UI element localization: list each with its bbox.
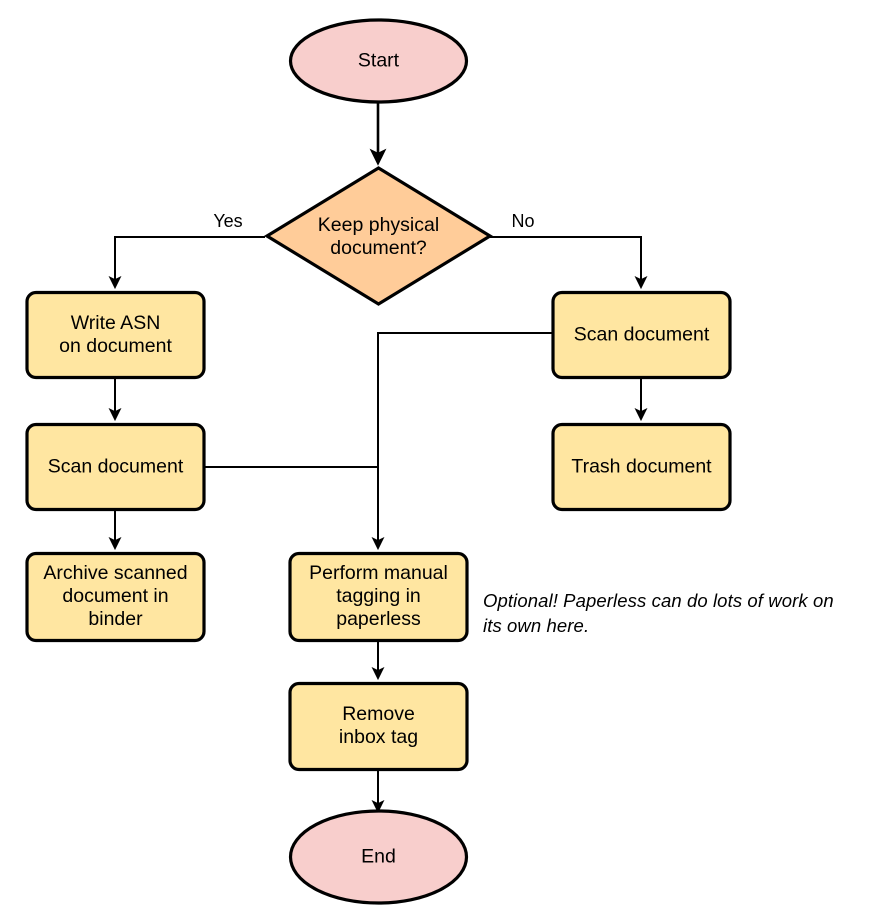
edge-decision-yes-to-write-asn <box>108 236 265 290</box>
decision-label-line2: document? <box>330 237 427 259</box>
end-label: End <box>361 846 396 868</box>
node-archive-binder[interactable]: Archive scanned document in binder <box>25 551 206 643</box>
remove-inbox-label-line2: inbox tag <box>339 726 418 748</box>
scan-right-box <box>551 290 732 380</box>
remove-inbox-label-line1: Remove <box>342 703 415 725</box>
edge-label-no: No <box>511 211 534 231</box>
start-label: Start <box>358 50 400 72</box>
node-scan-right[interactable]: Scan document <box>551 290 732 380</box>
write-asn-label-line2: on document <box>59 335 172 357</box>
remove-inbox-box <box>288 681 469 772</box>
write-asn-label-line1: Write ASN <box>71 312 161 334</box>
node-start[interactable]: Start <box>288 18 469 104</box>
scan-left-box <box>25 422 206 512</box>
node-end[interactable]: End <box>288 809 469 905</box>
node-write-asn[interactable]: Write ASN on document <box>25 290 206 380</box>
node-decision[interactable]: Keep physical document? <box>263 166 494 306</box>
annotation-line-2: its own here. <box>483 615 590 636</box>
edge-decision-no-to-scan-right <box>490 236 648 290</box>
start-ellipse <box>288 18 469 104</box>
trash-label: Trash document <box>571 456 712 478</box>
edge-label-yes: Yes <box>213 211 242 231</box>
node-manual-tagging[interactable]: Perform manual tagging in paperless <box>288 551 469 643</box>
node-trash[interactable]: Trash document <box>551 422 732 512</box>
archive-binder-label-line2: document in <box>62 585 168 607</box>
write-asn-box <box>25 290 206 380</box>
manual-tagging-label-line1: Perform manual <box>309 562 448 584</box>
archive-binder-label-line3: binder <box>88 608 143 630</box>
node-scan-left[interactable]: Scan document <box>25 422 206 512</box>
edge-scan-right-to-manual-tagging <box>371 332 552 551</box>
manual-tagging-label-line3: paperless <box>336 608 421 630</box>
archive-binder-box <box>25 551 206 643</box>
archive-binder-label-line1: Archive scanned <box>43 562 187 584</box>
annotation-note: Optional! Paperless can do lots of work … <box>483 588 883 638</box>
manual-tagging-box <box>288 551 469 643</box>
manual-tagging-label-line2: tagging in <box>336 585 421 607</box>
decision-diamond <box>263 166 494 306</box>
trash-box <box>551 422 732 512</box>
end-ellipse <box>288 809 469 905</box>
scan-right-label: Scan document <box>574 324 710 346</box>
node-remove-inbox[interactable]: Remove inbox tag <box>288 681 469 772</box>
scan-left-label: Scan document <box>48 456 184 478</box>
decision-label-line1: Keep physical <box>318 214 439 236</box>
annotation-line-1: Optional! Paperless can do lots of work … <box>483 590 834 611</box>
